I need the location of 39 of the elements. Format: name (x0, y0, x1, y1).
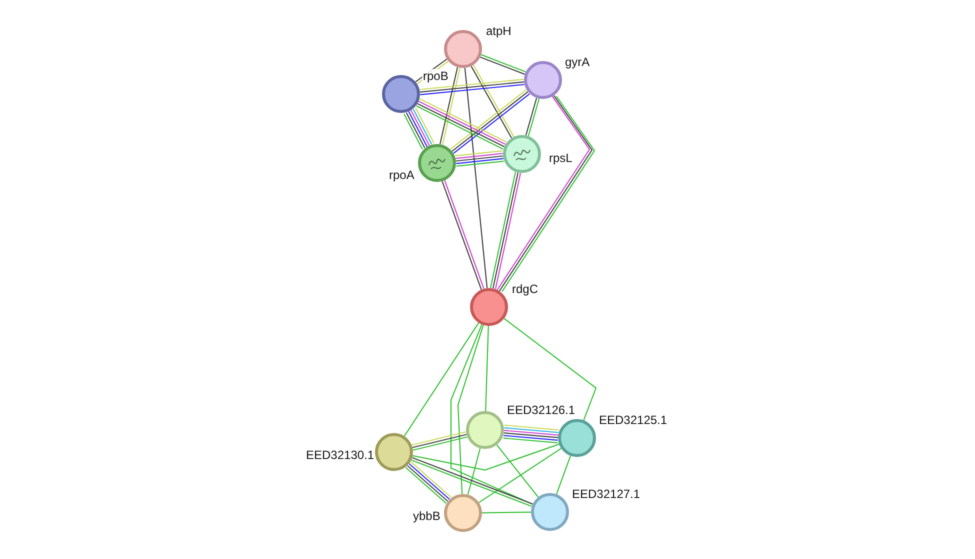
interaction-line (455, 150, 503, 156)
node-label: rpsL (548, 151, 574, 165)
interaction-line (412, 444, 560, 471)
node-label: gyrA (564, 55, 591, 69)
interaction-line (456, 158, 504, 164)
interaction-line (504, 427, 558, 434)
interaction-line (556, 456, 572, 494)
interaction-line (478, 448, 562, 504)
interaction-line (467, 448, 481, 495)
interaction-line (420, 81, 524, 93)
node-label: atpH (485, 24, 512, 38)
interaction-line (404, 322, 480, 436)
node-label: ybbB (412, 509, 442, 523)
node-label: EED32130.1 (305, 448, 376, 462)
node-label: rpoB (422, 69, 450, 83)
interaction-line (456, 152, 503, 159)
interaction-line (496, 444, 539, 498)
interaction-line (504, 430, 558, 436)
interaction-line (504, 434, 558, 441)
interaction-line (457, 324, 484, 494)
interaction-line (485, 326, 489, 412)
interaction-line (450, 324, 533, 505)
node-label: rdgC (511, 282, 540, 296)
interaction-line (456, 160, 504, 167)
interaction-line (504, 424, 559, 430)
interaction-line (525, 98, 538, 136)
interaction-line (504, 318, 597, 420)
interaction-line (420, 84, 524, 96)
interaction-line (503, 438, 558, 444)
interaction-line (504, 432, 558, 438)
node-label: EED32126.1 (506, 403, 576, 417)
interaction-line (528, 98, 540, 136)
node-label: EED32125.1 (598, 413, 668, 427)
interaction-line (482, 512, 531, 514)
interaction-line (456, 155, 504, 162)
interaction-line (464, 68, 488, 288)
node-label: rpoA (388, 168, 416, 182)
interaction-line (420, 78, 524, 90)
node-label: EED32127.1 (571, 487, 642, 501)
